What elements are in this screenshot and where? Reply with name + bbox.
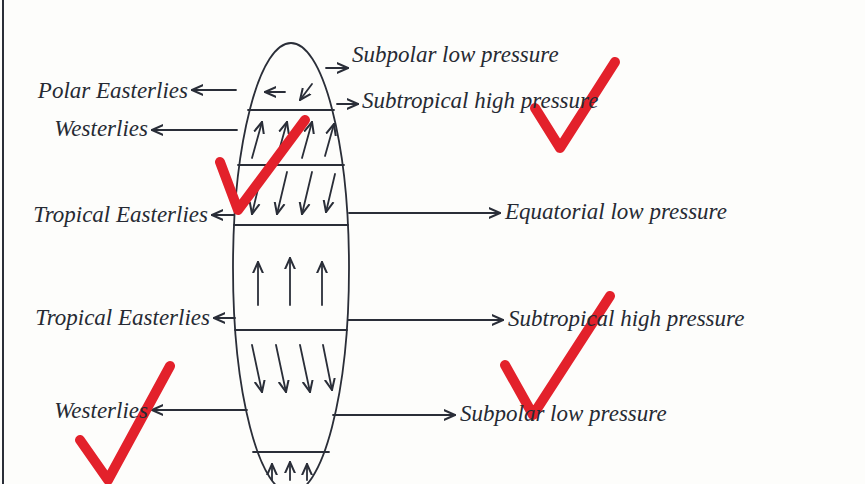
leader-arrows: [152, 68, 503, 415]
pressure-label: Subtropical high pressure: [508, 306, 744, 332]
wind-label: Tropical Easterlies: [35, 305, 210, 331]
pressure-label: Subpolar low pressure: [460, 401, 667, 427]
page-border: [2, 0, 4, 484]
wind-label: Polar Easterlies: [38, 78, 188, 104]
pressure-label: Subtropical high pressure: [362, 88, 598, 114]
wind-label: Westerlies: [54, 116, 148, 142]
pressure-label: Subpolar low pressure: [352, 42, 559, 68]
wind-label: Tropical Easterlies: [33, 202, 208, 228]
belt-lines: [234, 110, 348, 452]
wind-label: Westerlies: [54, 398, 148, 424]
pressure-label: Equatorial low pressure: [505, 199, 727, 225]
earth-oval: [233, 43, 349, 484]
